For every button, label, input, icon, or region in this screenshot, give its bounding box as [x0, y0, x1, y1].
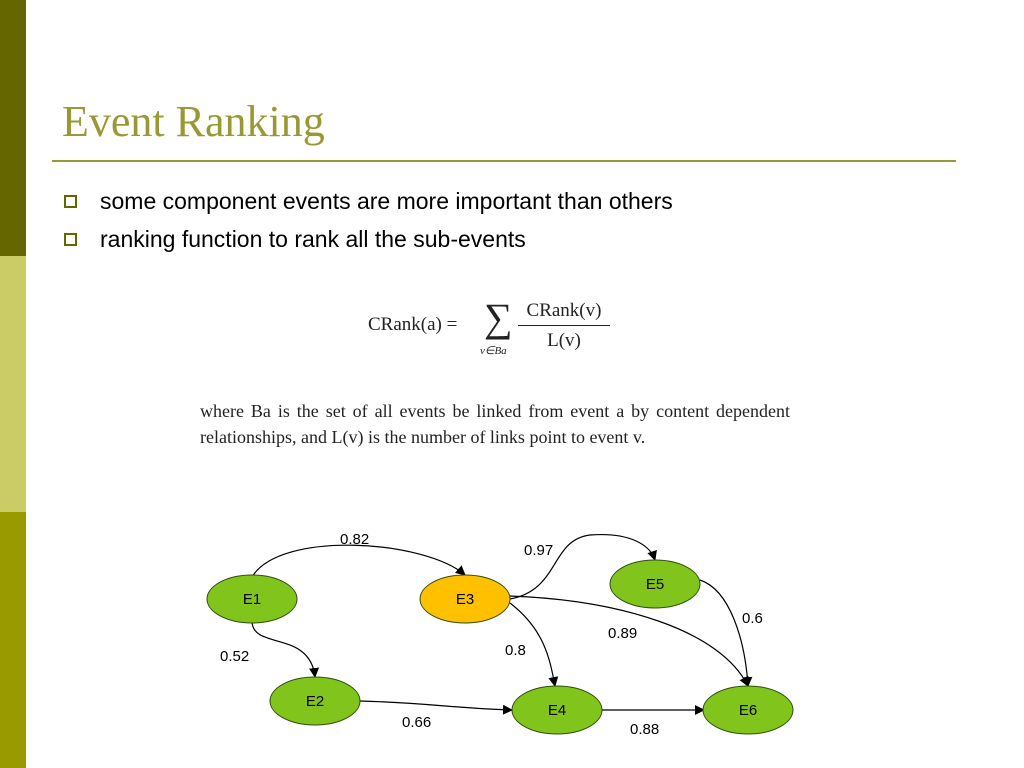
formula-numerator: CRank(v): [526, 300, 602, 321]
bullet-text: some component events are more important…: [100, 188, 673, 214]
node-label: E1: [243, 591, 261, 608]
summation-symbol: ∑: [484, 295, 513, 340]
side-bar-bottom: [0, 512, 26, 768]
node-e1: [206, 574, 298, 624]
edge-e1-e2: [251, 620, 320, 678]
edge-e3-e5: [509, 533, 657, 600]
graph-edges: 0.82 0.52 0.97 0.8 0.89 0.6 0.66 0.88: [220, 531, 763, 738]
formula-lhs: CRank(a) =: [368, 314, 458, 335]
crank-formula: CRank(a) = ∑ v∈Ba CRank(v) L(v): [368, 296, 628, 368]
edge-weight-label: 0.6: [742, 610, 763, 627]
node-e6: [702, 685, 794, 735]
node-e3: [419, 574, 511, 624]
bullet-item: ranking function to rank all the sub-eve…: [62, 224, 673, 262]
fraction-bar: [518, 325, 610, 326]
title-divider: [52, 160, 956, 162]
edge-weight-label: 0.52: [220, 648, 249, 665]
bullet-list: some component events are more important…: [62, 186, 673, 262]
formula-fraction: CRank(v) L(v): [518, 300, 610, 352]
node-e4: [511, 685, 603, 735]
summation-subscript: v∈Ba: [480, 345, 507, 357]
bullet-text: ranking function to rank all the sub-eve…: [100, 226, 526, 252]
slide-title: Event Ranking: [62, 97, 325, 146]
edge-weight-label: 0.88: [630, 721, 659, 738]
square-bullet-icon: [64, 233, 77, 246]
edge-weight-label: 0.66: [402, 714, 431, 731]
node-label: E4: [548, 702, 566, 719]
edge-e1-e3: [251, 544, 466, 578]
square-bullet-icon: [64, 195, 77, 208]
edge-e2-e4: [359, 700, 513, 715]
edge-weight-label: 0.89: [608, 625, 637, 642]
bullet-item: some component events are more important…: [62, 186, 673, 224]
formula-denominator: L(v): [547, 330, 581, 351]
edge-weight-label: 0.8: [505, 642, 526, 659]
edge-e5-e6: [699, 579, 753, 687]
node-e2: [269, 676, 361, 726]
edge-weight-label: 0.82: [340, 531, 369, 548]
formula-caption: where Ba is the set of all events be lin…: [200, 401, 790, 447]
node-label: E3: [456, 591, 474, 608]
edge-weight-label: 0.97: [524, 542, 553, 559]
side-bar-middle: [0, 256, 26, 512]
side-bar-top: [0, 0, 26, 256]
node-label: E2: [306, 693, 324, 710]
node-e5: [609, 559, 701, 609]
edge-e3-e6: [509, 595, 749, 687]
node-label: E6: [739, 702, 757, 719]
edge-e3-e4: [509, 602, 559, 687]
node-label: E5: [646, 576, 664, 593]
